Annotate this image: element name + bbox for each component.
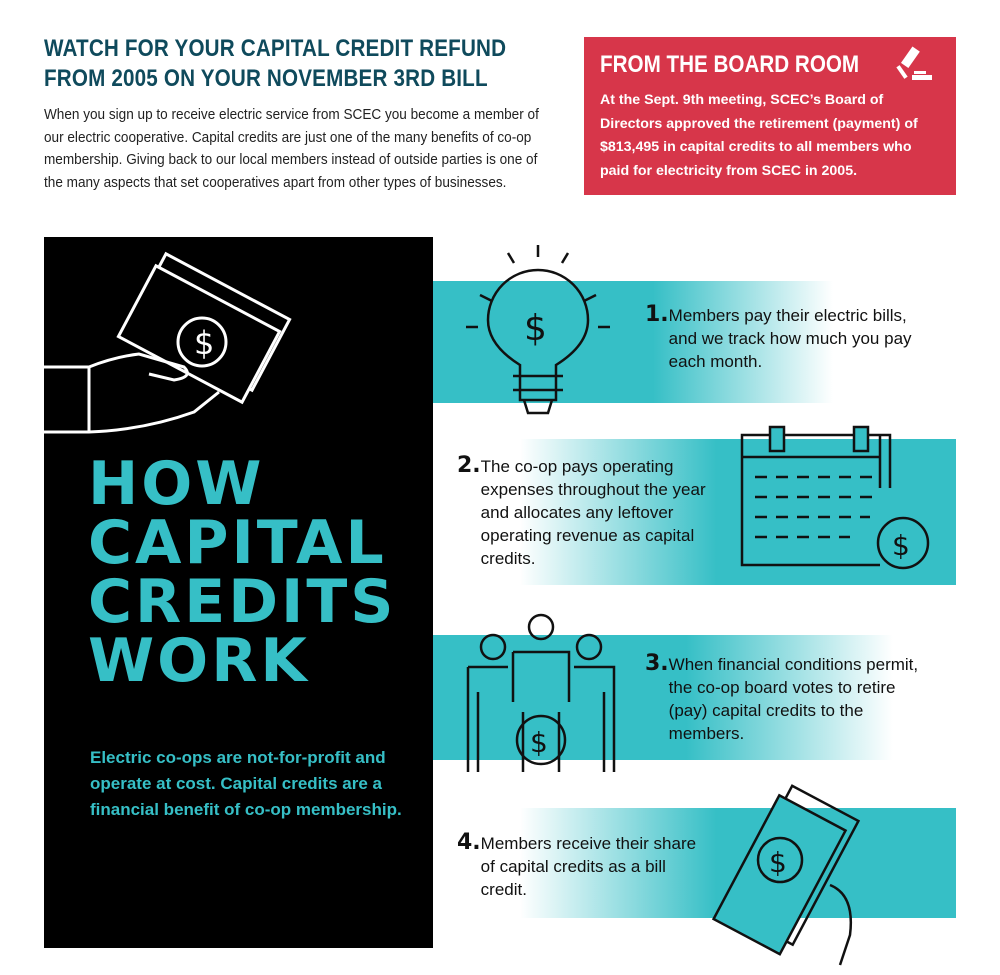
step-number: 2.	[457, 453, 481, 478]
svg-text:$: $	[892, 529, 910, 562]
step-band	[520, 439, 956, 585]
step-text: The co-op pays operating expenses throug…	[480, 457, 706, 568]
board-room-box: FROM THE BOARD ROOM At the Sept. 9th mee…	[584, 37, 956, 195]
people-dollar-icon: $	[466, 613, 616, 772]
heading-line: CREDITS	[88, 567, 397, 637]
step-band	[433, 635, 893, 760]
lightbulb-dollar-icon: $	[466, 245, 610, 415]
step-band	[433, 281, 833, 403]
step-number: 1.	[645, 302, 669, 327]
svg-text:$: $	[530, 726, 548, 759]
hand-money-icon: $	[44, 251, 292, 434]
page-title: WATCH FOR YOUR CAPITAL CREDIT REFUND FRO…	[44, 35, 507, 92]
board-room-title: FROM THE BOARD ROOM	[600, 51, 860, 78]
board-room-text: At the Sept. 9th meeting, SCEC’s Board o…	[600, 89, 940, 183]
svg-text:$: $	[769, 846, 787, 879]
step-1: 1.Members pay their electric bills, and …	[645, 304, 925, 373]
heading-line: HOW	[88, 449, 265, 519]
step-number: 4.	[457, 830, 481, 855]
board-text-post: in capital credits to all members who pa…	[600, 139, 912, 179]
panel-note: Electric co-ops are not-for-profit and o…	[90, 748, 402, 819]
hand-money-icon: $	[711, 784, 861, 966]
intro-text: When you sign up to receive electric ser…	[44, 107, 539, 191]
step-text: Members pay their electric bills, and we…	[668, 306, 912, 371]
gavel-icon	[896, 46, 932, 80]
board-text-pre: At the Sept. 9th meeting, SCEC’s Board o…	[600, 92, 918, 132]
step-2: 2.The co-op pays operating expenses thro…	[457, 455, 727, 570]
step-4: 4.Members receive their share of capital…	[457, 832, 697, 901]
heading-line: WORK	[88, 626, 310, 696]
refund-amount: $813,495	[600, 139, 660, 155]
step-text: When financial conditions permit, the co…	[668, 655, 919, 743]
step-text: Members receive their share of capital c…	[480, 834, 697, 899]
heading-line: CAPITAL	[88, 508, 387, 578]
step-number: 3.	[645, 651, 669, 676]
svg-text:$: $	[524, 308, 547, 349]
step-3: 3.When financial conditions permit, the …	[645, 653, 935, 745]
calendar-dollar-icon: $	[740, 425, 930, 570]
svg-text:$: $	[194, 324, 214, 362]
panel-heading: HOW CAPITAL CREDITS WORK	[88, 449, 397, 696]
